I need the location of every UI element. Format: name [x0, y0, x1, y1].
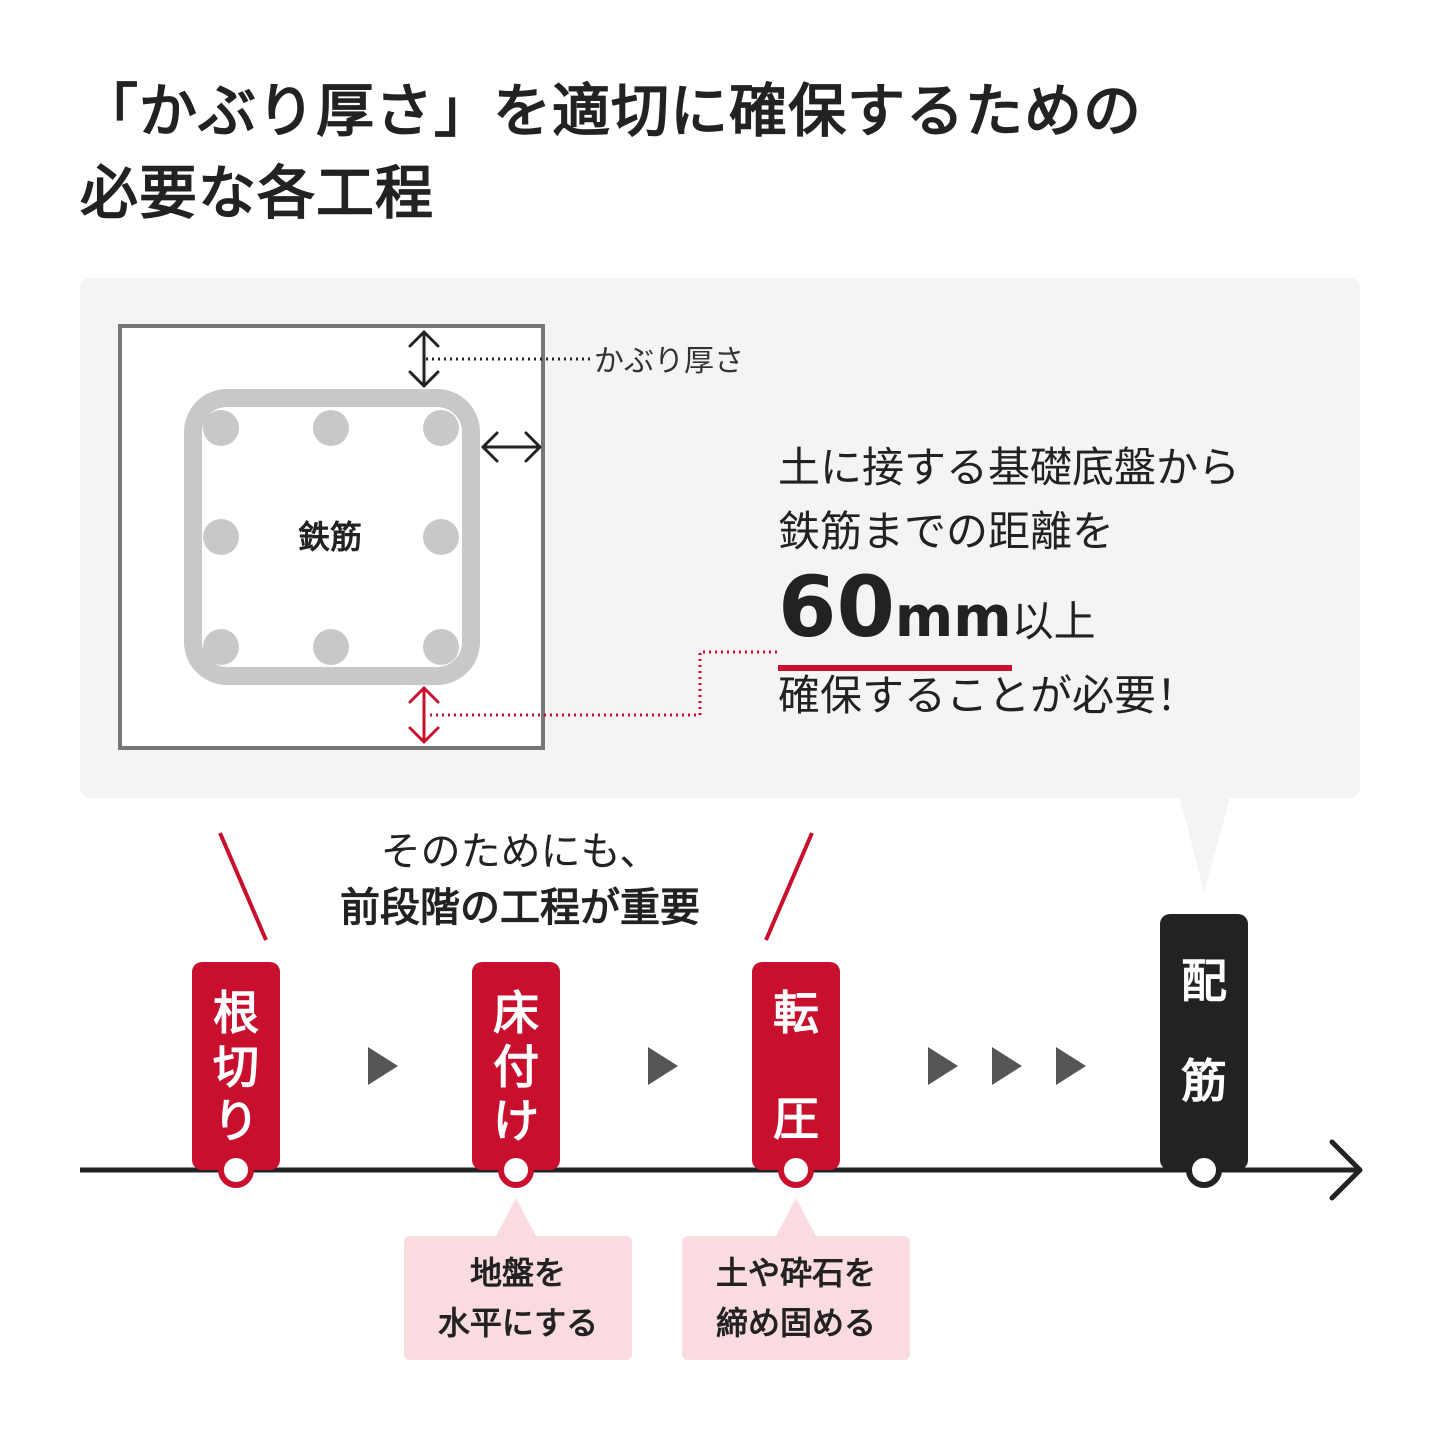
step-char: 転: [773, 986, 819, 1040]
bottom-leader-line: [430, 650, 778, 717]
callout-line-1: そのためにも、: [380, 829, 660, 875]
rebar-dot: [203, 519, 239, 555]
step-char: 根: [213, 986, 259, 1040]
play-arrow-icon: [368, 1047, 398, 1085]
rebar-label: 鉄筋: [297, 518, 362, 556]
step-char: 切: [213, 1040, 259, 1094]
note-line-2: 締め固める: [715, 1304, 876, 1342]
step-char: 圧: [773, 1092, 819, 1146]
preparation-callout: そのためにも、 前段階の工程が重要: [290, 824, 750, 936]
play-arrow-icon: [1056, 1047, 1086, 1085]
flow-arrows: [368, 1047, 1086, 1085]
description-line-1: 土に接する基礎底盤から: [778, 443, 1241, 492]
timeline-marker: [778, 1152, 814, 1188]
note-line-1: 土や砕石を: [715, 1254, 876, 1292]
step-char: 筋: [1181, 1054, 1227, 1108]
rebar-dot: [423, 410, 459, 446]
emphasis-line-left: [218, 832, 268, 941]
callout-line-2: 前段階の工程が重要: [340, 885, 700, 931]
rebar-dot: [313, 410, 349, 446]
top-cover-arrow-icon: [408, 330, 440, 388]
note-line-2: 水平にする: [437, 1304, 599, 1342]
value-suffix: 以上: [1011, 597, 1096, 646]
description-line-4: 確保することが必要！: [778, 671, 1199, 720]
step-char: け: [493, 1094, 539, 1148]
rebar-dot: [313, 629, 349, 665]
rebar-dot: [203, 410, 239, 446]
step-char: り: [213, 1094, 259, 1148]
step-char: 付: [493, 1040, 539, 1094]
step-nekiri: 根 切 り: [192, 962, 280, 1170]
play-arrow-icon: [648, 1047, 678, 1085]
note-tail-2: [776, 1198, 816, 1236]
side-cover-arrow-icon: [481, 431, 542, 463]
requirement-description: 土に接する基礎底盤から 鉄筋までの距離を 60mm以上 確保することが必要！: [778, 436, 1240, 728]
note-tenatsu: 土や砕石を 締め固める: [682, 1236, 910, 1360]
rebar-dot: [423, 519, 459, 555]
description-line-2: 鉄筋までの距離を: [778, 507, 1115, 556]
timeline-marker: [498, 1152, 534, 1188]
cover-thickness-label: かぶり厚さ: [594, 344, 744, 379]
emphasis-line-right: [764, 832, 814, 941]
title-line-1: 「かぶり厚さ」を適切に確保するための: [80, 77, 1143, 145]
note-tokotsuke: 地盤を 水平にする: [404, 1236, 632, 1360]
note-tail-1: [496, 1198, 536, 1236]
play-arrow-icon: [928, 1047, 958, 1085]
rebar-dot: [423, 629, 459, 665]
value-underline: 60mm: [778, 564, 1012, 671]
cover-unit: mm: [894, 585, 1012, 650]
bottom-cover-arrow-icon: [408, 686, 440, 744]
rebar-dots: [203, 410, 459, 665]
stirrup: [184, 389, 480, 685]
title-line-2: 必要な各工程: [80, 159, 435, 227]
timeline-arrowhead-icon: [1329, 1139, 1363, 1201]
step-tenatsu: 転 圧: [752, 962, 840, 1170]
step-char: 床: [493, 986, 539, 1040]
step-tokotsuke: 床 付 け: [472, 962, 560, 1170]
panel-bubble-tail: [1180, 798, 1230, 892]
page-title: 「かぶり厚さ」を適切に確保するための 必要な各工程: [80, 70, 1142, 234]
rebar-dot: [203, 629, 239, 665]
play-arrow-icon: [992, 1047, 1022, 1085]
timeline-marker: [218, 1152, 254, 1188]
note-line-1: 地盤を: [469, 1254, 566, 1292]
step-char: 配: [1181, 954, 1227, 1008]
description-value-line: 60mm以上: [778, 564, 1240, 671]
timeline-marker: [1186, 1152, 1222, 1188]
step-haikin: 配 筋: [1160, 914, 1248, 1170]
cover-value: 60: [778, 558, 895, 656]
